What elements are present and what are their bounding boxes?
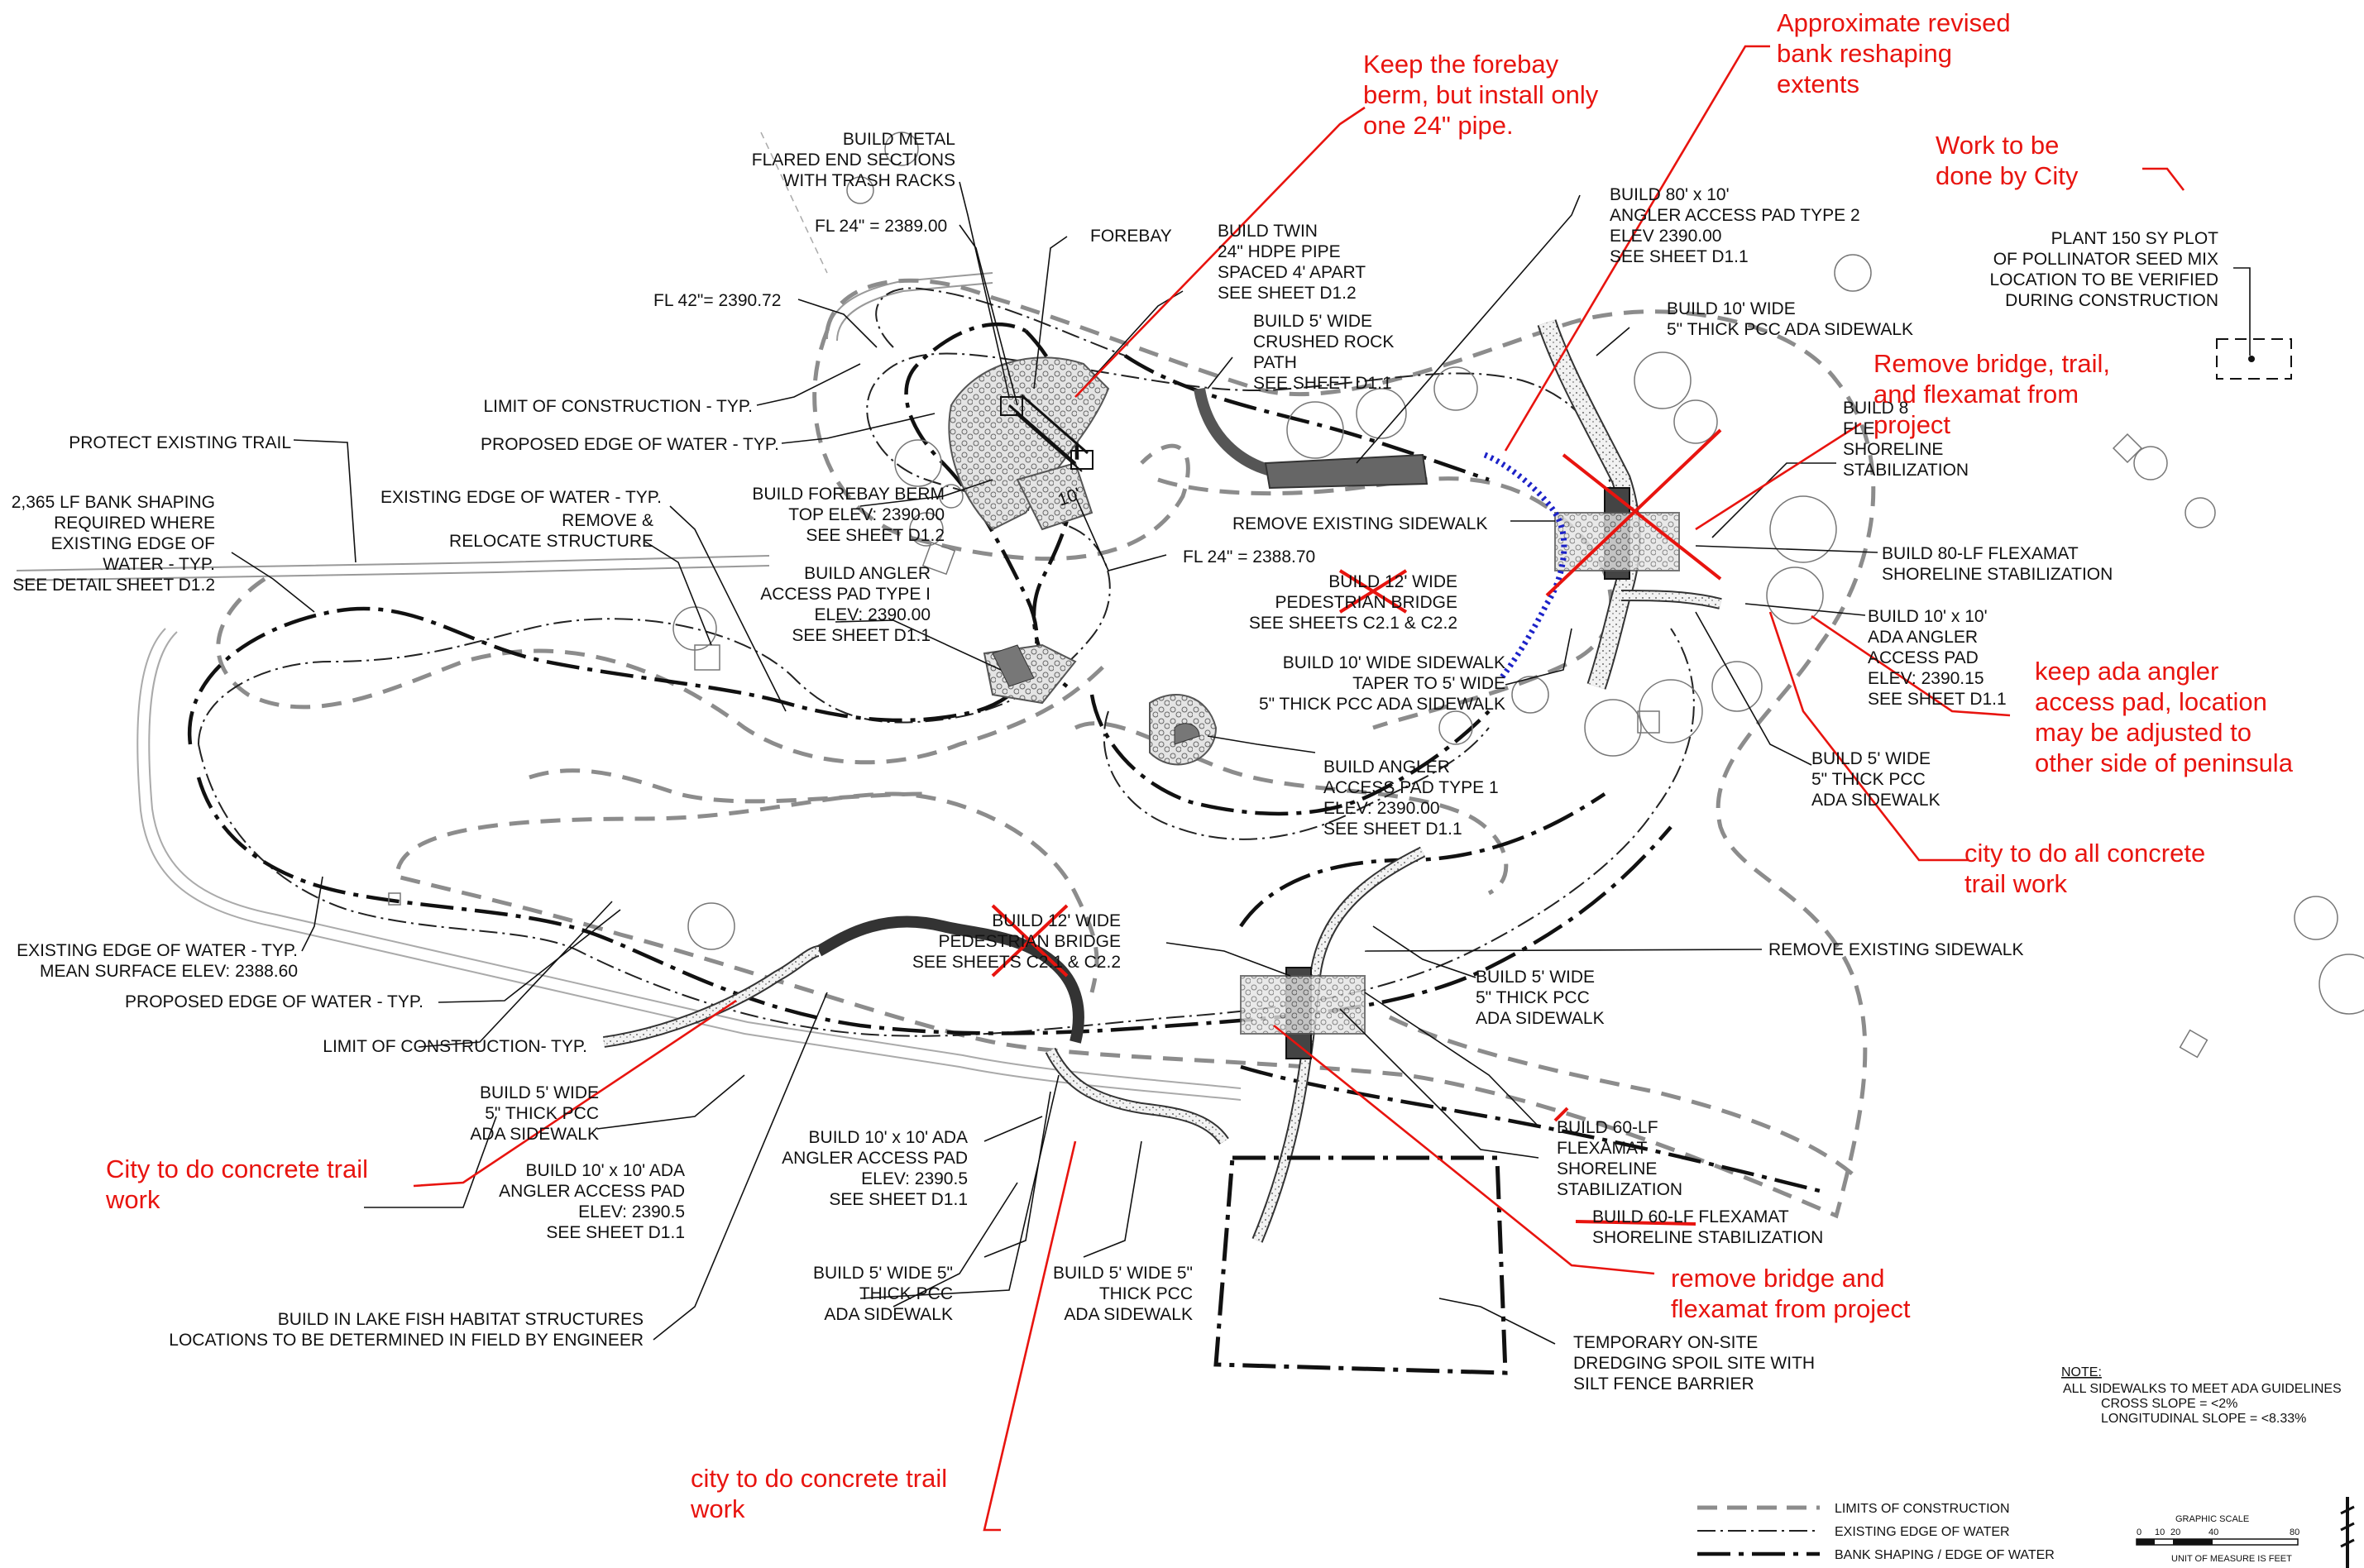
legend-existing-edge: EXISTING EDGE OF WATER — [1835, 1525, 2010, 1539]
scale-tick-80: 80 — [2290, 1527, 2299, 1537]
general-note: NOTE: ALL SIDEWALKS TO MEET ADA GUIDELIN… — [2061, 1365, 2342, 1426]
label-remove-relocate: REMOVE &RELOCATE STRUCTURE — [449, 511, 653, 551]
legend-bank-shaping: BANK SHAPING / EDGE OF WATER — [1835, 1548, 2055, 1562]
north-arrow-icon — [2340, 1497, 2355, 1568]
label-fl24-mid: FL 24" = 2388.70 — [1183, 547, 1315, 566]
forebay-berm — [948, 356, 1110, 531]
label-remove-sidewalk-top: REMOVE EXISTING SIDEWALK — [1232, 514, 1487, 533]
legend: LIMITS OF CONSTRUCTION EXISTING EDGE OF … — [1697, 1502, 2055, 1562]
label-existing-edge-mean: EXISTING EDGE OF WATER - TYP.MEAN SURFAC… — [17, 941, 298, 981]
label-fl42: FL 42"= 2390.72 — [653, 291, 781, 310]
scale-tick-10: 10 — [2155, 1527, 2165, 1537]
graphic-scale: GRAPHIC SCALE 0 10 20 40 80 UNIT OF MEAS… — [2136, 1497, 2355, 1568]
leader-lines — [231, 181, 2251, 1345]
label-limit-construction: LIMIT OF CONSTRUCTION - TYP. — [483, 397, 753, 416]
structures — [388, 433, 2208, 1059]
crushed-rock-path — [1194, 387, 1275, 477]
trees — [672, 131, 2364, 1015]
pollinator-plot — [2216, 338, 2292, 380]
label-protect-trail: PROTECT EXISTING TRAIL — [69, 433, 291, 452]
twin-pipes — [1000, 394, 1093, 472]
crossouts — [991, 428, 1722, 1226]
markup-lines — [413, 45, 2185, 1532]
bank-shaping-edge — [187, 323, 1039, 745]
linework — [16, 131, 2364, 1375]
label-proposed-edge-low: PROPOSED EDGE OF WATER - TYP. — [125, 992, 424, 1011]
legend-limits: LIMITS OF CONSTRUCTION — [1835, 1502, 2010, 1516]
note-title: NOTE: — [2061, 1365, 2102, 1379]
note-line-1: ALL SIDEWALKS TO MEET ADA GUIDELINES — [2063, 1382, 2342, 1396]
existing-trail-sw — [136, 628, 1242, 1101]
existing-edge-of-water — [198, 352, 1611, 745]
existing-trail — [16, 555, 770, 571]
scale-unit: UNIT OF MEASURE IS FEET — [2171, 1554, 2292, 1564]
spoil-site — [1213, 1155, 1508, 1375]
label-limit-construction-low: LIMIT OF CONSTRUCTION- TYP. — [323, 1037, 587, 1056]
scale-title: GRAPHIC SCALE — [2175, 1514, 2249, 1524]
scale-tick-40: 40 — [2208, 1527, 2218, 1537]
sidewalk-5ft-left — [816, 915, 1084, 1044]
limits-of-construction — [395, 278, 1876, 1219]
label-existing-edge: EXISTING EDGE OF WATER - TYP. — [380, 488, 662, 507]
label-forebay: FOREBAY — [1090, 227, 1172, 246]
scale-tick-0: 0 — [2137, 1527, 2141, 1537]
note-line-2: CROSS SLOPE = <2% — [2101, 1397, 2237, 1411]
revised-bank-extent — [1483, 452, 1567, 681]
label-remove-sidewalk-mid: REMOVE EXISTING SIDEWALK — [1768, 940, 2023, 959]
existing-road-west — [826, 272, 993, 340]
label-fl24-top: FL 24" = 2389.00 — [815, 217, 947, 236]
label-proposed-edge: PROPOSED EDGE OF WATER - TYP. — [481, 435, 779, 454]
scale-tick-20: 20 — [2170, 1527, 2180, 1537]
note-line-3: LONGITUDINAL SLOPE = <8.33% — [2101, 1412, 2306, 1426]
